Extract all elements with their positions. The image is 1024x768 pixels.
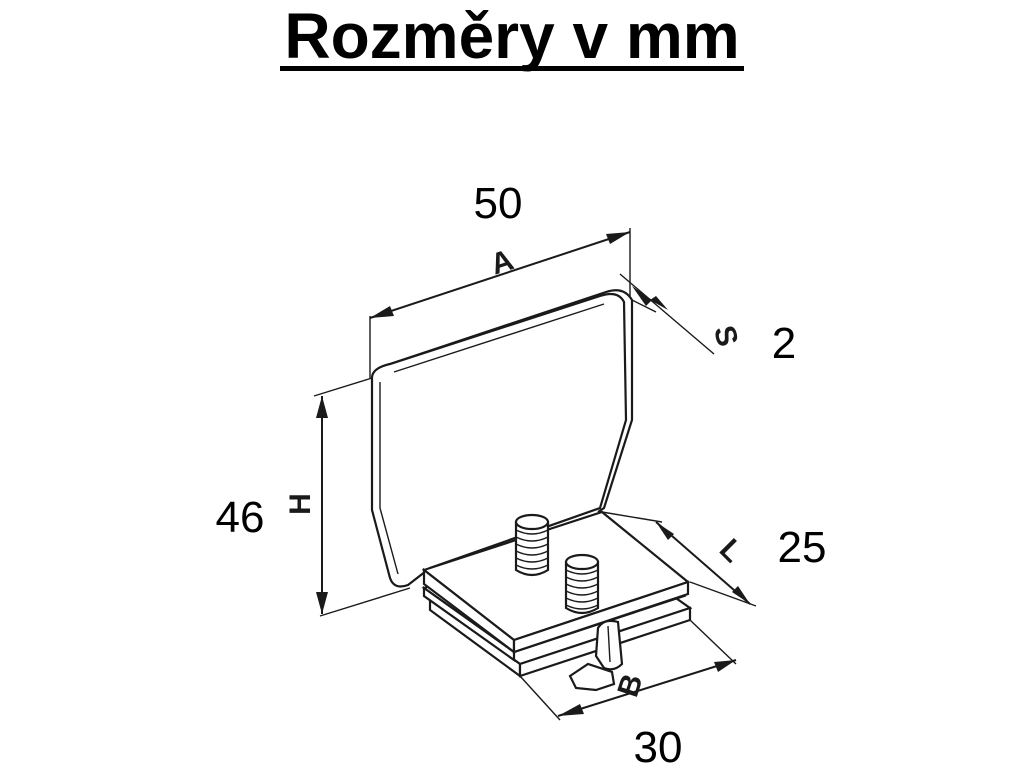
dimension-s-value: 2 <box>772 319 796 368</box>
dimension-s: S 2 <box>619 273 796 368</box>
dimension-b: B 30 <box>519 619 737 768</box>
dimension-a-letter: A <box>487 243 518 281</box>
dimension-s-letter: S <box>707 322 744 350</box>
dimension-h-value: 46 <box>216 493 265 542</box>
bracket-plate <box>370 289 634 588</box>
threaded-stud-2 <box>564 553 600 615</box>
dimension-h: H 46 <box>216 377 411 617</box>
dimension-l-value: 25 <box>778 523 827 572</box>
title-text: Rozměry v mm <box>280 4 744 71</box>
dimension-l-letter: L <box>713 533 749 569</box>
threaded-stud-1 <box>514 513 550 577</box>
dimension-a-value: 50 <box>474 179 523 228</box>
clamp-block <box>421 510 693 692</box>
dimension-b-value: 30 <box>634 723 683 768</box>
dimension-h-letter: H <box>284 493 317 515</box>
page-title: Rozměry v mm <box>0 0 1024 72</box>
